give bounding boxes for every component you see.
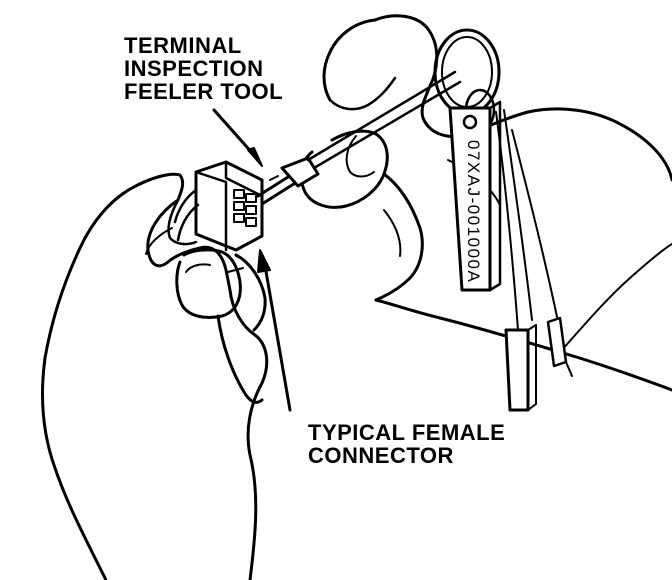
hanging-leads: [495, 109, 573, 412]
connector-label-line-1: TYPICAL FEMALE: [308, 420, 506, 445]
tool-label-line-2: INSPECTION: [124, 56, 264, 81]
tool-label-line-1: TERMINAL: [124, 33, 242, 58]
connector-label-line-2: CONNECTOR: [308, 443, 454, 468]
female-connector: [173, 160, 264, 252]
leader-tool: [212, 108, 263, 167]
left-hand: [41, 172, 269, 580]
tool-label-line-3: FEELER TOOL: [124, 79, 284, 104]
tag-part-number: 07XAJ-001000A: [464, 140, 483, 283]
typical-female-connector-label: TYPICAL FEMALE CONNECTOR: [308, 421, 505, 467]
terminal-inspection-feeler-tool-label: TERMINAL INSPECTION FEELER TOOL: [124, 34, 283, 103]
feeler-tool: [256, 70, 462, 206]
tool-tag: 07XAJ-001000A: [448, 100, 502, 292]
leader-connector: [257, 249, 292, 412]
